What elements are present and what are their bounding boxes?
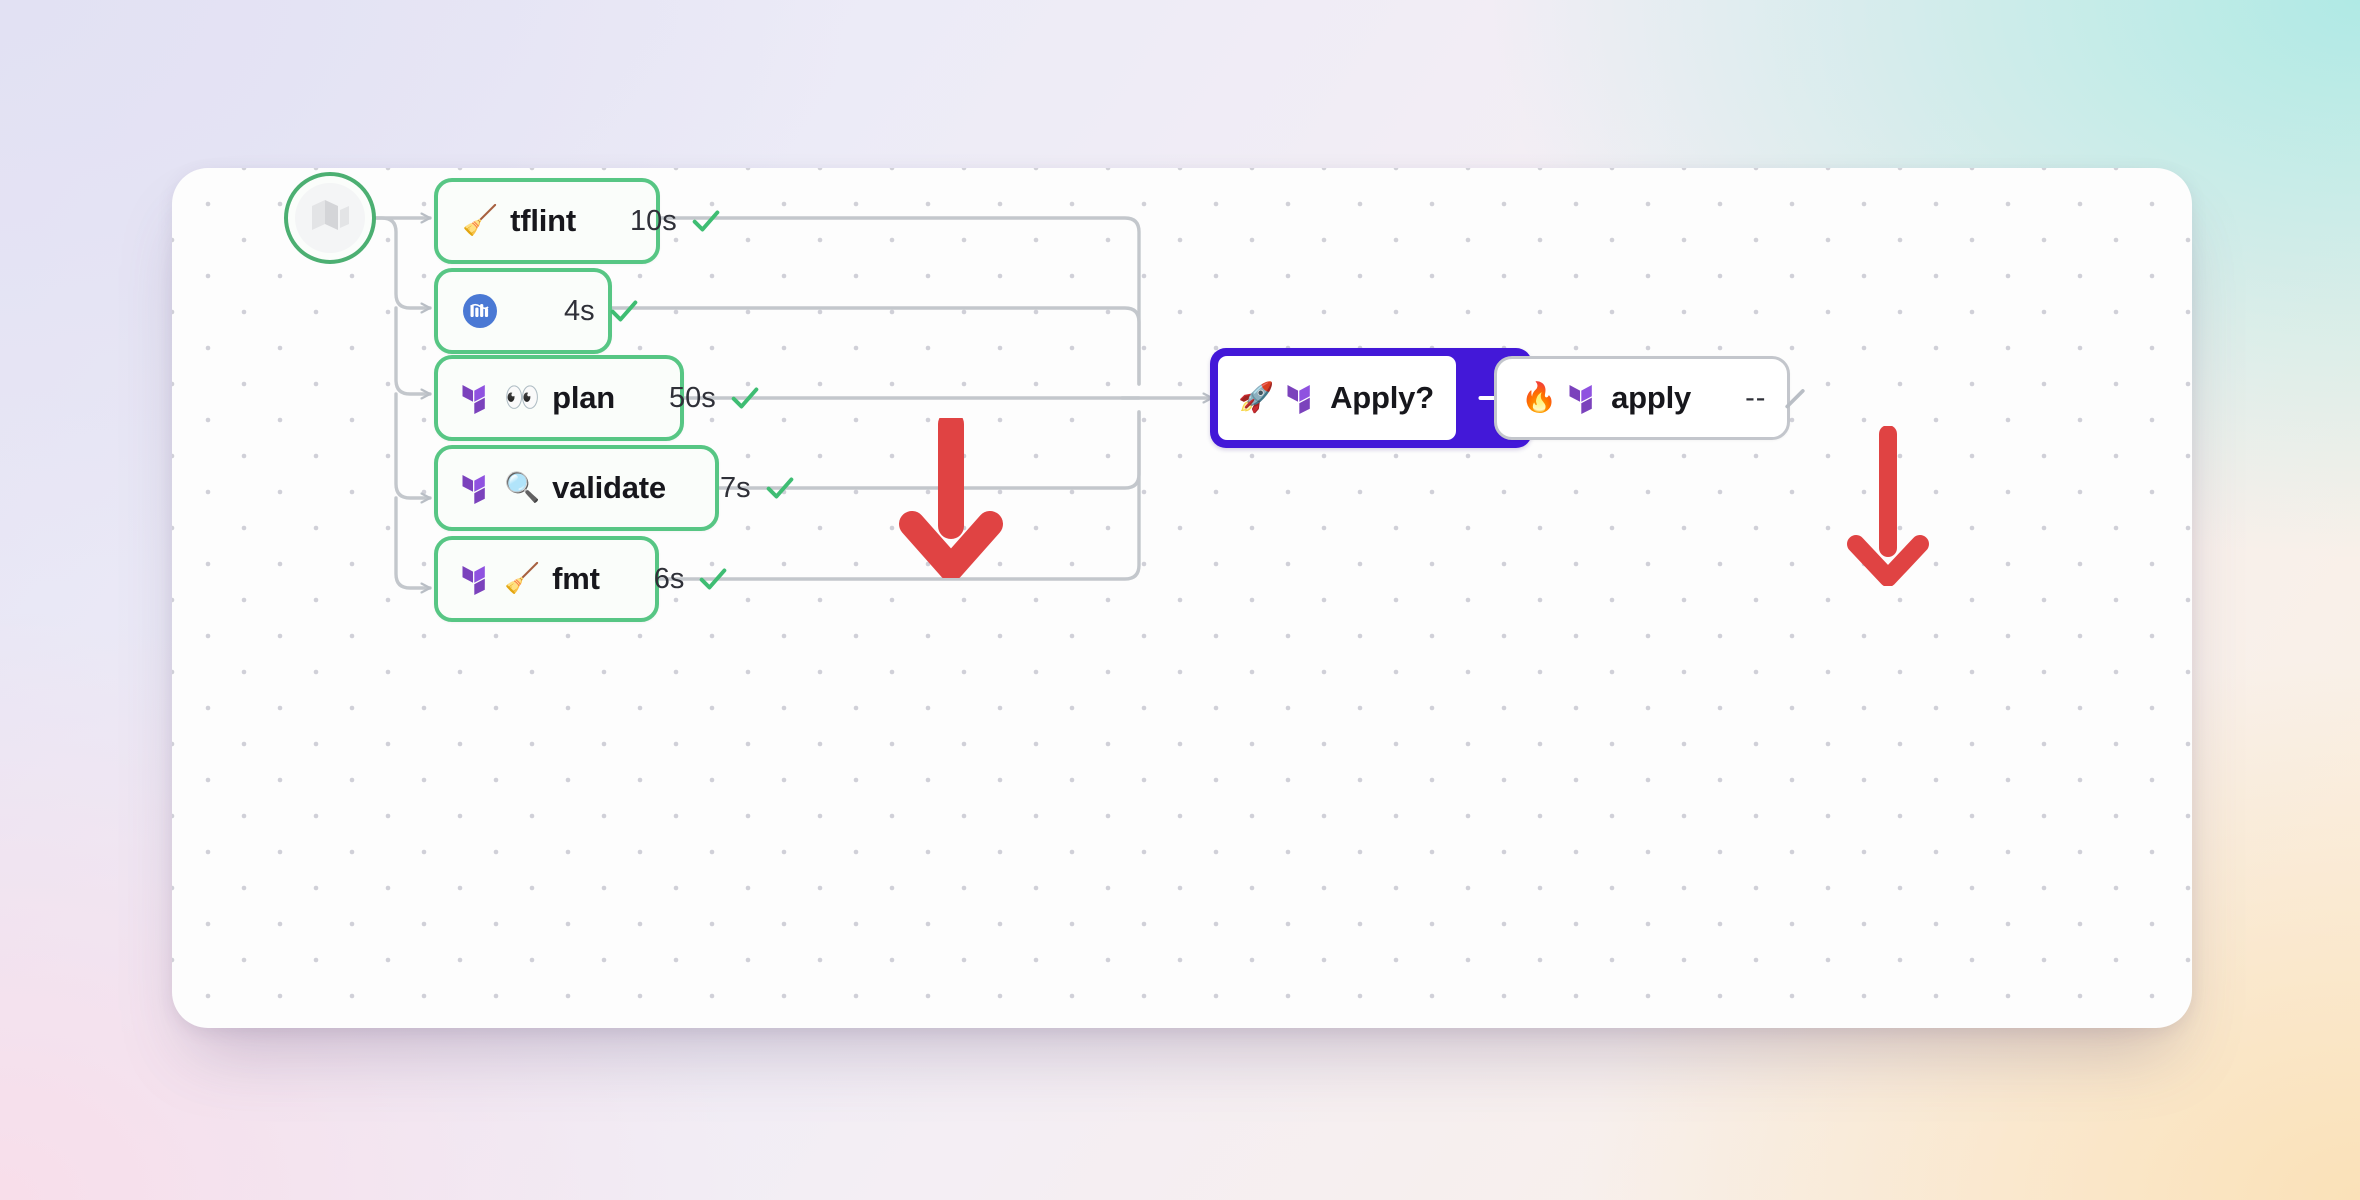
fire-emoji: 🔥 — [1521, 381, 1558, 414]
infracost-logo-icon — [463, 294, 497, 328]
approval-node-apply[interactable]: 🚀 Apply? — [1210, 348, 1532, 448]
approval-label: Apply? — [1330, 380, 1434, 415]
job-label: validate — [552, 470, 666, 505]
job-node-tflint[interactable]: 🧹 tflint 10s — [434, 178, 720, 264]
job-label: tflint — [510, 203, 577, 238]
approval-node-body[interactable]: 🚀 Apply? — [1218, 356, 1456, 440]
job-node-validate[interactable]: 🔍 validate 7s — [434, 445, 793, 531]
flow-canvas-panel[interactable]: 🧹 tflint 10s — [172, 168, 2192, 1028]
check-icon — [692, 210, 720, 232]
broom-emoji: 🧹 — [504, 562, 541, 595]
terraform-logo-icon — [462, 385, 485, 414]
magnifying-glass-emoji: 🔍 — [504, 471, 541, 504]
check-icon — [610, 300, 637, 322]
job-duration: 6s — [653, 562, 685, 595]
job-duration: 7s — [719, 471, 751, 504]
terraform-logo-icon — [1569, 385, 1592, 414]
check-icon — [731, 387, 759, 409]
job-node-infracost[interactable]: 4s — [434, 268, 637, 354]
check-icon — [766, 477, 793, 499]
job-label: apply — [1611, 380, 1692, 415]
rocket-emoji: 🚀 — [1238, 382, 1275, 414]
job-duration: -- — [1745, 381, 1767, 414]
job-duration: 4s — [564, 294, 595, 327]
check-icon — [700, 568, 727, 590]
job-label: fmt — [552, 561, 600, 596]
job-duration: 50s — [669, 381, 716, 414]
node-layer: 🧹 tflint 10s — [172, 168, 2192, 1028]
pipeline-start-node[interactable] — [284, 172, 376, 264]
edge-layer — [360, 168, 1494, 1028]
job-node-apply[interactable]: 🔥 apply -- — [1494, 356, 1806, 440]
broom-emoji: 🧹 — [462, 204, 499, 237]
terraform-logo-icon — [462, 566, 485, 595]
job-node-plan[interactable]: 👀 plan 50s — [434, 355, 759, 441]
terraform-logo-icon — [1287, 385, 1310, 414]
job-node-fmt[interactable]: 🧹 fmt 6s — [434, 536, 727, 622]
eyes-emoji: 👀 — [504, 381, 541, 414]
annotation-arrow-apply — [1847, 426, 1929, 586]
terraform-logo-icon — [462, 475, 485, 504]
terraform-stack-icon — [312, 200, 349, 230]
job-label: plan — [552, 380, 616, 415]
annotation-arrow-plan — [899, 418, 1003, 578]
slash-icon — [1785, 389, 1806, 409]
job-duration: 10s — [630, 204, 677, 237]
